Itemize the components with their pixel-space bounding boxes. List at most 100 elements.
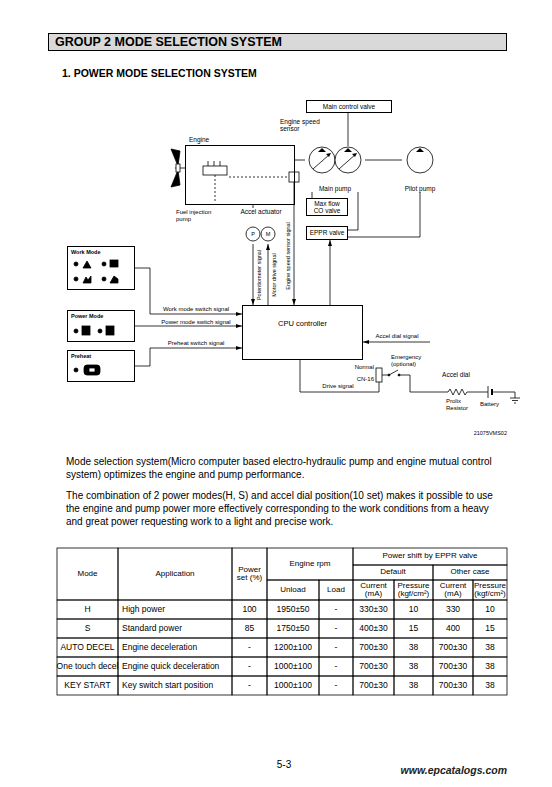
table-cell: 100: [232, 600, 267, 619]
table-cell: -: [319, 600, 353, 619]
preheat-icon: [89, 368, 95, 372]
table-cell: H: [57, 600, 118, 619]
table-cell-border: [473, 600, 507, 619]
signal-line: [363, 342, 430, 343]
table-cell-border: [118, 638, 232, 657]
table-cell: Pressure (kgf/cm²): [394, 580, 433, 600]
table-cell: KEY START: [57, 676, 118, 695]
table-cell: 700±30: [433, 657, 473, 676]
figure-code: 21075VMS02: [474, 430, 507, 436]
table-cell-border: [353, 548, 507, 565]
table-grid: [57, 548, 507, 695]
injector-line: [214, 161, 215, 166]
signal-label: Accel dial signal: [374, 333, 419, 340]
switch-panel: Work Mode: [67, 246, 135, 290]
table-cell-border: [267, 600, 319, 619]
node-text: Engine speed sensor: [280, 118, 322, 132]
table-cell: Application: [118, 548, 232, 600]
accel-dial: Accel dial: [430, 330, 482, 378]
table-cell: -: [232, 657, 267, 676]
valve-box: Max flow CO valve: [306, 198, 348, 216]
indicator-dot: [98, 329, 102, 333]
resistor-symbol: [448, 389, 488, 395]
table-cell: Power shift by EPPR valve: [353, 548, 507, 565]
switch-position: Emergency (optional): [391, 354, 427, 368]
power-icon: [82, 326, 90, 335]
table-cell-border: [57, 676, 118, 695]
table-cell-border: [353, 600, 394, 619]
table-cell-border: [433, 580, 473, 600]
variable-arrowhead: [326, 153, 331, 157]
part-name: Prolix Resistor: [446, 398, 478, 412]
table-cell-border: [394, 638, 433, 657]
body-text: Mode selection system(Micro computer bas…: [66, 455, 508, 481]
table-cell: 38: [394, 638, 433, 657]
power-icon: [106, 326, 114, 335]
table-cell: Pressure (kgf/cm²): [473, 580, 507, 600]
table-cell-border: [394, 676, 433, 695]
part-name: Battery: [480, 401, 499, 408]
node-text: Preheat: [71, 353, 131, 359]
signal-label: Power mode switch signal: [160, 318, 231, 325]
node-text: EPPR valve: [309, 229, 345, 236]
switch-lever: [389, 370, 398, 375]
table-cell-border: [433, 619, 473, 638]
table-cell: 700±30: [353, 676, 394, 695]
node-text: Work Mode: [71, 249, 131, 255]
table-cell-border: [433, 676, 473, 695]
indicator-dot: [74, 368, 78, 372]
variable-arrow: [339, 154, 356, 169]
sensor-dashed-line: [229, 177, 289, 178]
pump-circle: [335, 147, 361, 173]
table-cell: 1000±100: [267, 657, 319, 676]
table-cell-border: [118, 548, 232, 600]
ground-symbol: [510, 398, 520, 399]
table-cell-border: [353, 580, 394, 600]
table-cell-border: [267, 619, 319, 638]
table-cell: -: [319, 676, 353, 695]
table-cell-border: [433, 657, 473, 676]
table-cell-border: [319, 600, 353, 619]
actuator-circle: [261, 227, 275, 241]
indicator-dot: [74, 329, 78, 333]
table-cell: AUTO DECEL: [57, 638, 118, 657]
signal-line: [268, 244, 269, 305]
indicator-dot: [74, 262, 78, 266]
table-cell: 700±30: [433, 638, 473, 657]
table-cell: 1750±50: [267, 619, 319, 638]
injector-line: [220, 161, 221, 166]
table-cell: 38: [473, 657, 507, 676]
indicator-dot: [102, 277, 106, 281]
table-cell: Engine deceleration: [118, 638, 232, 657]
variable-arrow: [313, 154, 330, 169]
table-cell-border: [232, 657, 267, 676]
table-cell: 700±30: [433, 676, 473, 695]
table-cell: -: [319, 638, 353, 657]
table-cell-border: [394, 657, 433, 676]
table-cell: 38: [394, 657, 433, 676]
mode-icon: [110, 260, 118, 267]
ground-symbol: [514, 403, 516, 404]
signal-label: Preheat switch signal: [167, 340, 226, 347]
signal-label: Potentiometer signal: [256, 249, 262, 301]
sensor-symbol: [289, 172, 299, 182]
table-cell: 1000±100: [267, 676, 319, 695]
table-cell: 10: [473, 600, 507, 619]
table-cell: S: [57, 619, 118, 638]
table-cell-border: [57, 657, 118, 676]
engine-box: Engine: [185, 145, 295, 205]
actuator-link: [253, 205, 254, 208]
actuator-symbol: Accel actuator: [240, 208, 282, 244]
table-cell-border: [473, 619, 507, 638]
table-cell-border: [118, 600, 232, 619]
table-cell-border: [118, 619, 232, 638]
table-cell-border: [57, 638, 118, 657]
switch-position: Normal: [355, 364, 374, 371]
node-text: Power Mode: [71, 313, 131, 319]
table-cell-border: [394, 580, 433, 600]
table-cell-border: [232, 600, 267, 619]
connector-name: CN-16: [357, 376, 374, 383]
table-cell: 38: [473, 638, 507, 657]
signal-line: [330, 240, 331, 305]
